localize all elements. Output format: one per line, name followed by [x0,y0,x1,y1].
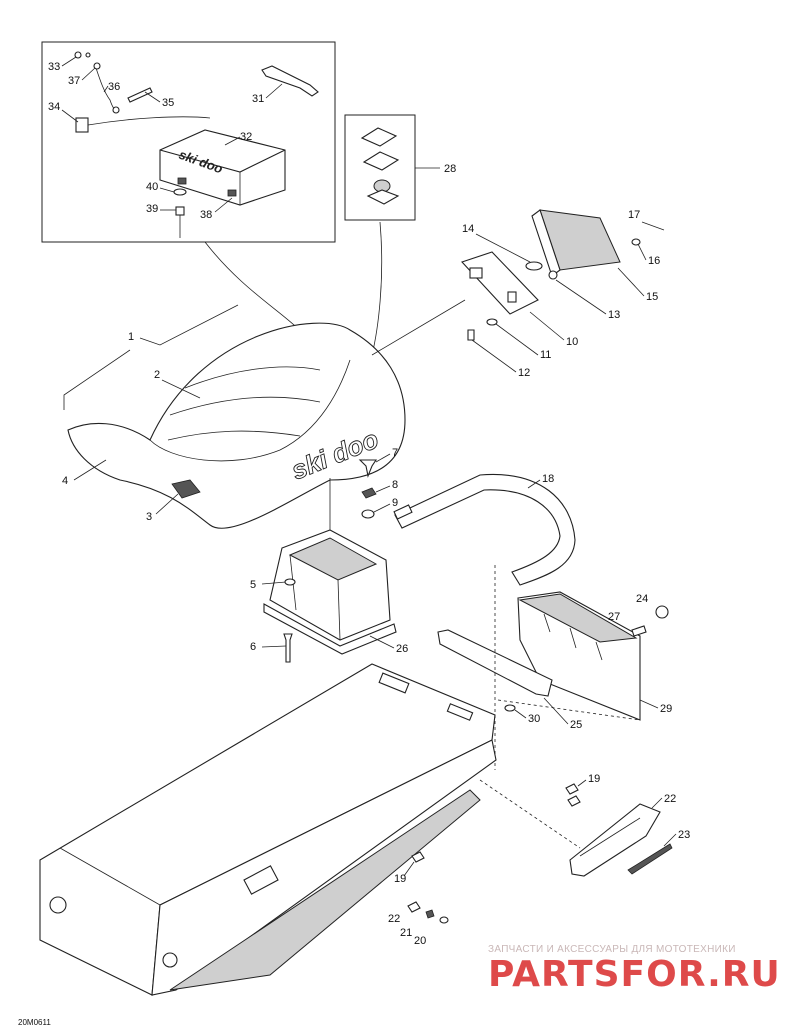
label-19-upper: 19 [588,773,600,785]
tether-cord [74,51,211,133]
label-9: 9 [392,497,398,509]
label-35: 34 [48,101,60,113]
nut-31 [504,704,516,712]
label-27: 26 [396,643,408,655]
latch-inset-frame [344,114,416,221]
rivet-part [173,188,187,238]
label-3: 3 [146,511,152,523]
label-29: 28 [444,163,456,175]
label-6: 6 [250,641,256,653]
rear-hitch [569,803,673,877]
watermark-brand: PARTSFOR.RU [488,954,781,995]
rivet-6 [283,633,293,663]
screw-12 [467,329,475,341]
rear-flap [517,591,641,721]
arrow-taillight-to-seat [371,299,466,356]
watermark-tagline: ЗАПЧАСТИ И АКСЕССУАРЫ ДЛЯ МОТОТЕХНИКИ [488,944,736,955]
label-10: 10 [566,336,578,348]
watermark: ЗАПЧАСТИ И АКСЕССУАРЫ ДЛЯ МОТОТЕХНИКИ PA… [488,944,788,995]
label-17: 17 [628,209,640,221]
label-18: 18 [542,473,554,485]
label-37: 36 [108,81,120,93]
toolkit-inset-frame [41,41,336,243]
screw-28 [631,625,647,637]
grab-handle [393,473,576,586]
label-13: 13 [608,309,620,321]
label-25: 24 [636,593,648,605]
label-15: 15 [646,291,658,303]
seat: ski doo [67,322,406,529]
label-30: 29 [660,703,672,715]
clip-25 [655,605,669,619]
label-22: 22 [388,913,400,925]
label-8: 8 [392,479,398,491]
bolts-lower [407,851,449,924]
label-5: 5 [250,579,256,591]
taillight [461,209,641,326]
label-24: 23 [678,829,690,841]
wrench-part [261,65,319,97]
label-28: 27 [608,611,620,623]
tunnel-frame [39,663,497,996]
label-40: 39 [146,203,158,215]
label-38: 37 [68,75,80,87]
label-23: 22 [664,793,676,805]
label-1: 1 [128,331,134,343]
latch-part [360,127,400,205]
label-33: 32 [240,131,252,143]
grommet-5 [284,578,296,586]
label-14: 14 [462,223,474,235]
label-34: 33 [48,61,60,73]
label-32: 31 [252,93,264,105]
label-11: 11 [540,349,551,361]
drawing-code: 20M0611 [18,1018,51,1027]
seat-hardware [358,459,378,519]
label-7: 7 [392,447,398,459]
label-26: 25 [570,719,582,731]
toolbox: ski doo [159,129,286,206]
label-41: 40 [146,181,158,193]
bolts-19-upper [565,783,581,807]
label-12: 12 [518,367,530,379]
inset-callouts: 33 37 36 35 34 31 32 40 39 38 [48,56,283,221]
label-39: 38 [200,209,212,221]
label-20: 20 [414,935,426,947]
arrow-latch-to-seat [371,221,383,356]
label-31: 30 [528,713,540,725]
label-4: 4 [62,475,68,487]
label-21: 21 [400,927,412,939]
label-16: 16 [648,255,660,267]
label-36: 35 [162,97,174,109]
storage-tray [263,529,397,655]
label-19-lower: 19 [394,873,406,885]
label-2: 2 [154,369,160,381]
